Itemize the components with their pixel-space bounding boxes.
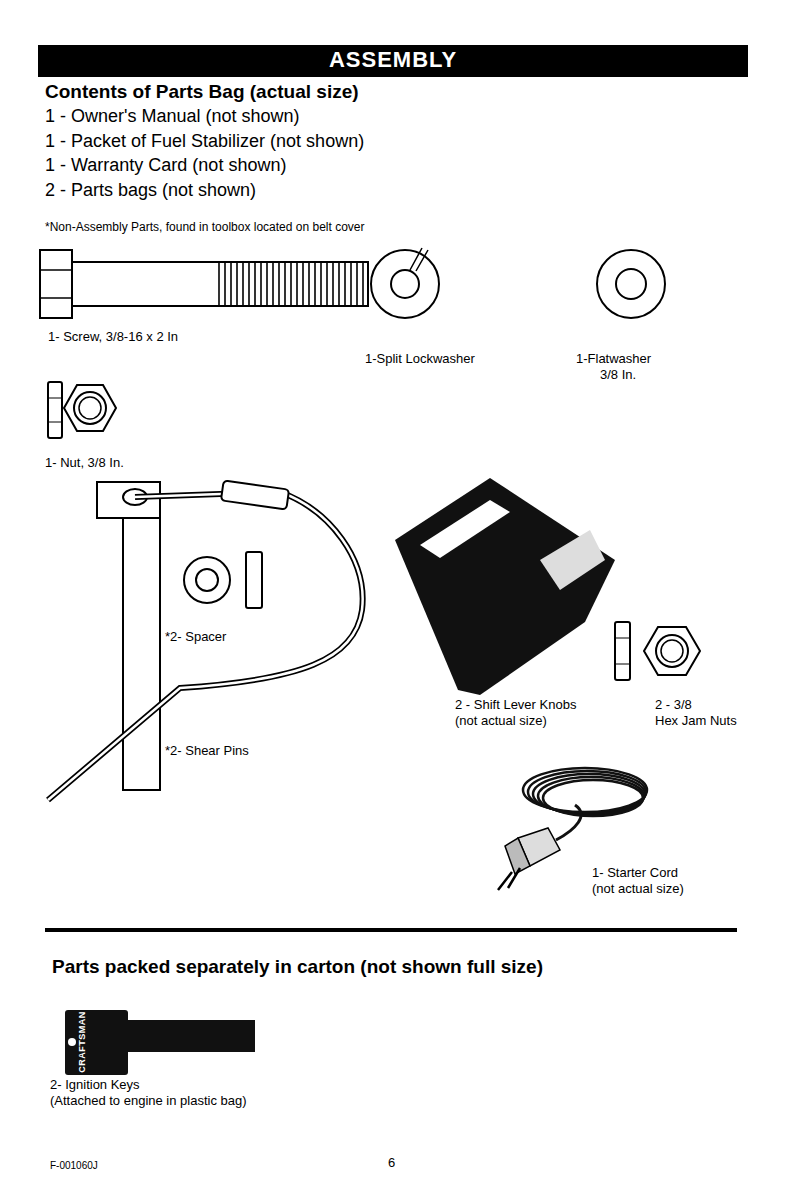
content-line: 1 - Packet of Fuel Stabilizer (not shown… bbox=[45, 131, 364, 152]
part-label: 2- Ignition Keys bbox=[50, 1078, 140, 1093]
part-label: *2- Spacer bbox=[165, 630, 226, 645]
part-label: (not actual size) bbox=[592, 882, 684, 897]
part-label: 1- Nut, 3/8 In. bbox=[45, 456, 124, 471]
part-label: 1- Screw, 3/8-16 x 2 In bbox=[48, 330, 178, 345]
part-label: 2 - 3/8 bbox=[655, 698, 692, 713]
page-title: ASSEMBLY bbox=[329, 47, 457, 72]
part-label: (Attached to engine in plastic bag) bbox=[50, 1094, 247, 1109]
part-label: 1- Starter Cord bbox=[592, 866, 678, 881]
note: *Non-Assembly Parts, found in toolbox lo… bbox=[45, 221, 365, 235]
part-label: Hex Jam Nuts bbox=[655, 714, 737, 729]
content-line: 2 - Parts bags (not shown) bbox=[45, 180, 256, 201]
content-line: 1 - Owner's Manual (not shown) bbox=[45, 106, 300, 127]
cord-loop bbox=[538, 777, 644, 815]
cord-loop bbox=[543, 780, 643, 816]
part-label: 3/8 In. bbox=[600, 368, 636, 383]
part-label: 2 - Shift Lever Knobs bbox=[455, 698, 576, 713]
part-label: 1-Split Lockwasher bbox=[365, 352, 475, 367]
content-line: 1 - Warranty Card (not shown) bbox=[45, 155, 286, 176]
section-heading: Contents of Parts Bag (actual size) bbox=[45, 81, 359, 103]
brand-text: CRAFTSMAN bbox=[77, 1011, 87, 1073]
section-heading: Parts packed separately in carton (not s… bbox=[52, 956, 543, 978]
part-label: (not actual size) bbox=[455, 714, 547, 729]
doc-code: F-001060J bbox=[50, 1160, 98, 1172]
page-number: 6 bbox=[388, 1156, 395, 1171]
part-label: 1-Flatwasher bbox=[576, 352, 651, 367]
part-label: *2- Shear Pins bbox=[165, 744, 249, 759]
